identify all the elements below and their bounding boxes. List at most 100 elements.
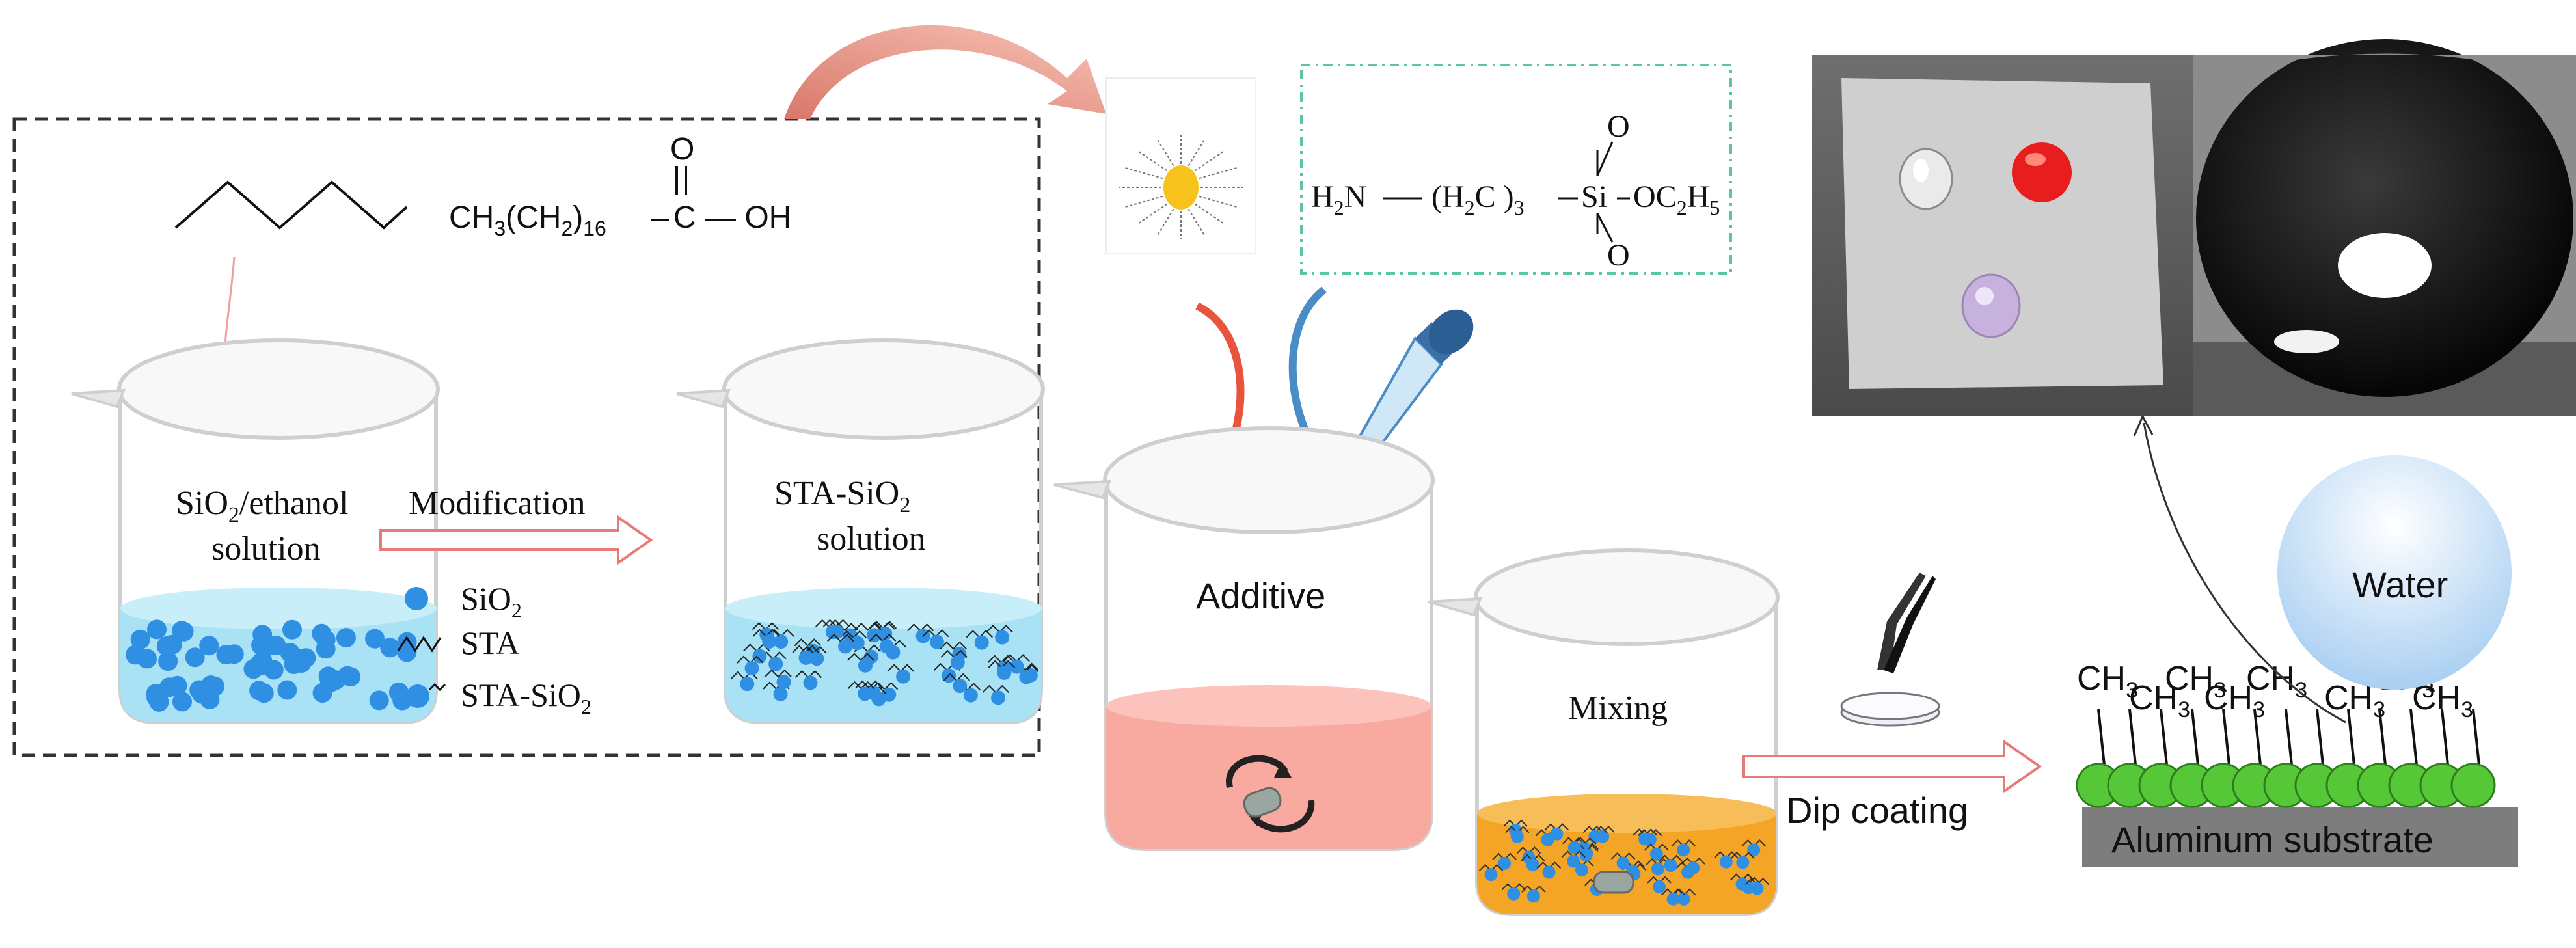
sta-sio2-particle: [1550, 827, 1564, 841]
sio2-particle: [199, 636, 219, 656]
modification-label: Modification: [409, 485, 586, 522]
beaker-sta-sio2: [676, 338, 1045, 724]
alkyl-chain-line: [2097, 709, 2106, 772]
alkyl-chain-line: [2285, 709, 2294, 772]
substrate-label: Aluminum substrate: [2111, 819, 2434, 860]
sta-sio2-particle: [1638, 832, 1652, 846]
sta-chain-icon: [174, 180, 408, 230]
alkyl-chain-ray: [1123, 167, 1163, 180]
sta-sio2-particle: [1588, 830, 1602, 843]
stir-bar-beaker-4: [1593, 871, 1634, 894]
sta-chain: [940, 641, 967, 650]
beaker-2-label-line1: STA-SiO2: [774, 475, 910, 517]
ch3-group-label: CH3: [2077, 660, 2138, 703]
sio2-particle: [291, 653, 312, 673]
alkyl-chain-ray: [1137, 150, 1168, 172]
water-droplet: [2277, 455, 2512, 690]
alkyl-chain-ray: [1187, 208, 1206, 236]
sta-sio2-particle: [1498, 856, 1512, 870]
sta-sio2-particle: [850, 636, 865, 651]
sta-sio2-particle: [1653, 880, 1666, 893]
modified-particle-icon: [1105, 77, 1256, 254]
sio2-particle: [252, 625, 273, 645]
sta-sio2-particle: [1677, 843, 1690, 857]
contact-angle-photo: [2193, 39, 2576, 416]
sio2-particle: [149, 692, 169, 712]
yellow-particle: [1163, 165, 1199, 210]
beaker-1-label-line2: solution: [211, 530, 321, 567]
sio2-particle: [388, 682, 409, 702]
stearic-acid-formula: CH3(CH2)16 C — OH O: [449, 132, 791, 240]
sio2-particle: [185, 647, 205, 668]
sta-sio2-particle: [896, 669, 911, 684]
silane-formula-frame: [1300, 64, 1732, 275]
alkyl-chain-ray: [1137, 203, 1168, 225]
beaker-1-label-line1: SiO2/ethanol: [176, 485, 348, 527]
tweezers-icon: [1877, 573, 1936, 673]
dip-coating-arrow: [1742, 739, 2042, 794]
coated-sio2-sphere: [2450, 763, 2496, 808]
photo-pointer-arrow: [2143, 422, 2346, 724]
sta-sio2-particle: [953, 679, 968, 694]
sio2-particle: [130, 629, 150, 649]
sta-sio2-particle: [974, 635, 989, 650]
svg-text:O: O: [1607, 109, 1630, 144]
sta-sio2-particle: [1736, 856, 1750, 869]
sta-sio2-particle: [1575, 863, 1588, 877]
alkyl-chain-ray: [1123, 195, 1163, 208]
ch3-group-label: CH3: [2204, 679, 2265, 722]
sta-sio2-particle: [1484, 868, 1498, 882]
silane-formula: H2N (H2C )3 Si OC2H5 O O: [1311, 109, 1720, 273]
sio2-particle: [172, 621, 192, 641]
sio2-particle: [126, 645, 146, 665]
sio2-particle: [326, 670, 346, 690]
sta-sio2-particle: [803, 675, 818, 690]
sta-chain: [854, 622, 882, 631]
alkyl-chain-line: [2409, 709, 2419, 772]
legend-sio2-marker: [405, 587, 428, 610]
alkyl-chain-ray: [1156, 139, 1174, 167]
sta-sio2-particle: [762, 634, 777, 649]
svg-text:(H2C )3: (H2C )3: [1431, 180, 1525, 219]
sta-sio2-particle: [1526, 858, 1539, 872]
sio2-particle: [252, 651, 273, 671]
sta-sio2-particle: [1579, 848, 1593, 862]
sta-sio2-particle: [858, 658, 873, 673]
water-droplet-contact-angle: [2196, 39, 2573, 397]
alkyl-chain-ray: [1199, 195, 1239, 208]
alkyl-chain-line: [2441, 709, 2450, 772]
sio2-particle: [282, 619, 302, 640]
sta-sio2-particle: [752, 649, 767, 664]
svg-text:O: O: [670, 132, 694, 167]
sta-sio2-particle: [950, 655, 965, 670]
alkyl-chain-line: [2253, 709, 2262, 772]
petri-dish-icon: [1840, 692, 1940, 727]
sta-sio2-particle: [1750, 882, 1764, 895]
sta-sio2-particle: [1542, 865, 1556, 879]
sta-sio2-particle: [744, 661, 759, 676]
sio2-particle: [159, 677, 180, 697]
sio2-particle: [172, 692, 192, 712]
sta-chain: [765, 669, 792, 678]
sio2-particle: [380, 638, 400, 658]
sio2-particle: [397, 642, 417, 662]
alkyl-chain-line: [2378, 709, 2387, 772]
alkyl-chain-ray: [1199, 167, 1239, 180]
sta-sio2-particle: [1526, 889, 1540, 903]
sta-chain: [794, 638, 822, 647]
beaker-4-label: Mixing: [1568, 690, 1668, 727]
sio2-particle: [316, 639, 336, 659]
sta-sio2-particle: [1666, 892, 1680, 906]
sio2-particle: [189, 680, 210, 700]
sta-sio2-particle: [798, 650, 813, 665]
modification-arrow: [379, 515, 653, 565]
sio2-particle: [146, 619, 167, 640]
beaker-2-liquid: [725, 608, 1041, 722]
alkyl-chain-ray: [1194, 150, 1225, 172]
sta-sio2-particle: [867, 628, 882, 643]
sta-sio2-particle: [1651, 862, 1664, 876]
alkyl-chain-line: [2222, 709, 2231, 772]
sta-sio2-particle: [1567, 841, 1581, 854]
sio2-particle: [162, 634, 182, 655]
